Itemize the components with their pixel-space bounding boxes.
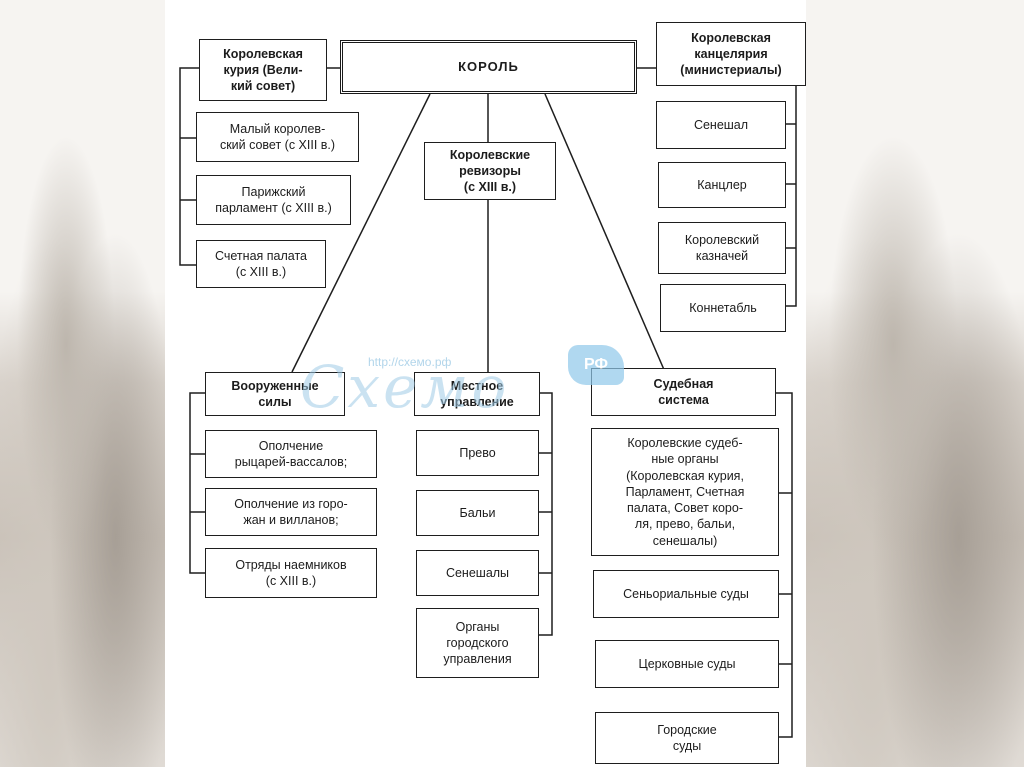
city-government-box: Органы городского управления (416, 608, 539, 678)
townsmen-militia-box: Ополчение из горо- жан и вилланов; (205, 488, 377, 536)
judicial-system-box: Судебная система (591, 368, 776, 416)
king-box: КОРОЛЬ (340, 40, 637, 94)
local-government-box: Местное управление (414, 372, 540, 416)
small-council-box: Малый королев- ский совет (с XIII в.) (196, 112, 359, 162)
seneschal-box: Сенешал (656, 101, 786, 149)
city-courts-box: Городские суды (595, 712, 779, 764)
bailli-box: Бальи (416, 490, 539, 536)
prevot-box: Прево (416, 430, 539, 476)
constable-box: Коннетабль (660, 284, 786, 332)
royal-chancellery-box: Королевская канцелярия (министериалы) (656, 22, 806, 86)
treasurer-box: Королевский казначей (658, 222, 786, 274)
mercenaries-box: Отряды наемников (с XIII в.) (205, 548, 377, 598)
royal-courts-box: Королевские судеб- ные органы (Королевск… (591, 428, 779, 556)
armed-forces-box: Вооруженные силы (205, 372, 345, 416)
chancellor-box: Канцлер (658, 162, 786, 208)
knights-militia-box: Ополчение рыцарей-вассалов; (205, 430, 377, 478)
seigneurial-courts-box: Сеньориальные суды (593, 570, 779, 618)
seneschals-box: Сенешалы (416, 550, 539, 596)
background-left (0, 0, 165, 767)
accounts-chamber-box: Счетная палата (с XIII в.) (196, 240, 326, 288)
royal-revisors-box: Королевские ревизоры (с XIII в.) (424, 142, 556, 200)
royal-curia-box: Королевская курия (Вели- кий совет) (199, 39, 327, 101)
church-courts-box: Церковные суды (595, 640, 779, 688)
paris-parliament-box: Парижский парламент (с XIII в.) (196, 175, 351, 225)
background-right (806, 0, 1024, 767)
